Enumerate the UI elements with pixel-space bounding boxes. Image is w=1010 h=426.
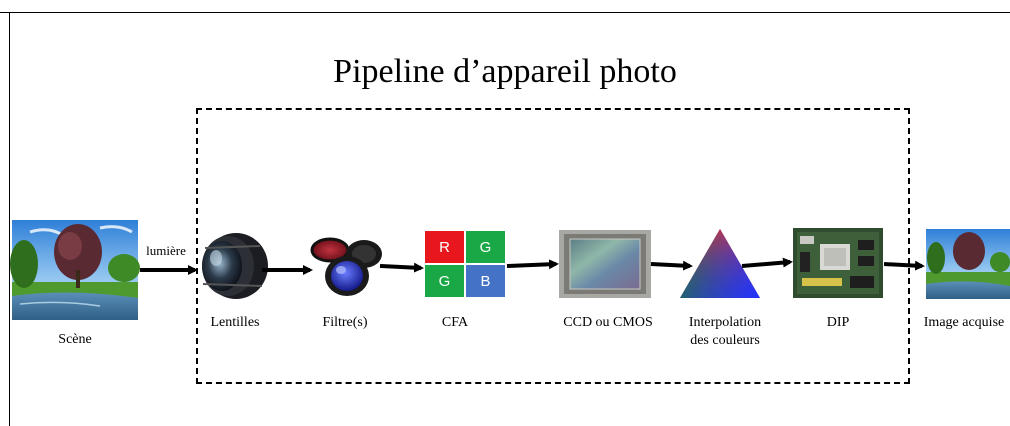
cfa-grid: R G G B xyxy=(424,230,506,298)
lens-image xyxy=(202,233,268,299)
cfa-cell-green: G xyxy=(465,230,506,264)
scene-image xyxy=(10,220,140,320)
light-label: lumière xyxy=(146,243,186,258)
sensor-image xyxy=(559,230,651,298)
arrow-cfa-to-sensor xyxy=(506,259,559,270)
filters-image xyxy=(310,237,382,296)
cfa-cell-blue: B xyxy=(465,264,506,298)
frame-top-line xyxy=(0,12,1010,13)
sensor-label: CCD ou CMOS xyxy=(563,315,653,330)
interp-label-line1: Interpolation xyxy=(688,315,762,330)
lens-label: Lentilles xyxy=(210,315,260,330)
arrow-dip-to-output xyxy=(883,260,925,271)
output-image xyxy=(926,229,1010,299)
diagram-title: Pipeline d’appareil photo xyxy=(333,53,677,90)
camera-pipeline-box xyxy=(196,108,910,384)
output-label: Image acquise xyxy=(923,315,1005,330)
cfa-cell-green: G xyxy=(424,264,465,298)
color-triangle-image xyxy=(680,229,760,298)
arrow-sensor-to-interp xyxy=(650,260,693,271)
filters-label: Filtre(s) xyxy=(322,315,368,330)
dip-label: DIP xyxy=(826,315,850,330)
cfa-label: CFA xyxy=(441,315,469,330)
dip-board-image xyxy=(793,228,883,298)
arrow-filters-to-cfa xyxy=(379,262,424,273)
cfa-cell-red: R xyxy=(424,230,465,264)
scene-label: Scène xyxy=(58,332,92,347)
frame-left-line xyxy=(9,12,10,426)
arrow-interp-to-dip xyxy=(741,257,793,268)
interp-label-line2: des couleurs xyxy=(690,333,760,348)
